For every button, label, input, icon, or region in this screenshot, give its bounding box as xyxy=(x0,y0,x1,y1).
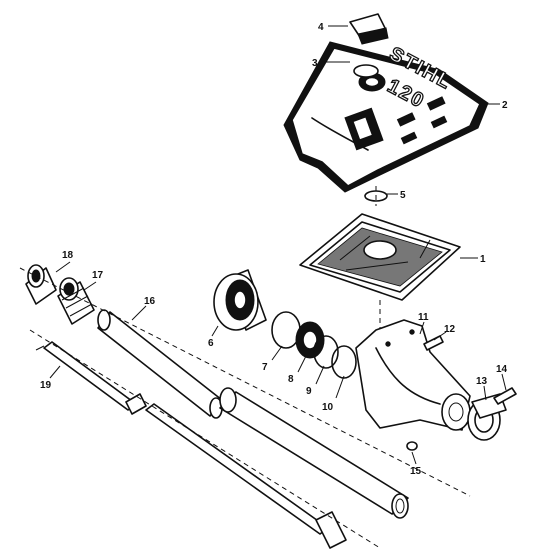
callout-9: 9 xyxy=(306,386,312,397)
nut-15 xyxy=(406,441,418,451)
leader-lines xyxy=(49,25,507,465)
callout-2: 2 xyxy=(502,100,508,111)
callout-14: 14 xyxy=(496,364,508,375)
clamp-13 xyxy=(467,393,507,441)
gear-housing-11 xyxy=(355,319,471,431)
bolt-14 xyxy=(493,387,517,405)
callout-1: 1 xyxy=(480,254,486,265)
air-filter xyxy=(299,213,461,301)
screw-12 xyxy=(423,335,444,351)
callout-17: 17 xyxy=(92,270,104,281)
engine-cover: STIHL 120 xyxy=(283,41,489,193)
callout-15: 15 xyxy=(410,466,422,477)
callout-19: 19 xyxy=(40,380,52,391)
callout-6: 6 xyxy=(208,338,214,349)
callout-10: 10 xyxy=(322,402,334,413)
drive-shaft-19 xyxy=(35,341,347,549)
callout-8: 8 xyxy=(288,374,294,385)
callout-12: 12 xyxy=(444,324,456,335)
callout-4: 4 xyxy=(318,22,324,33)
filler-cap xyxy=(349,13,389,45)
clutch-drum-6 xyxy=(213,269,267,331)
circlip-10 xyxy=(331,345,357,379)
callout-16: 16 xyxy=(144,296,156,307)
assembly-line-upper xyxy=(19,267,471,497)
drive-tube xyxy=(219,387,409,519)
circlip-9 xyxy=(313,335,339,369)
assembly-line-lower xyxy=(29,329,381,549)
callout-labels: 1 2 3 4 5 6 7 8 9 10 11 12 13 14 15 16 1… xyxy=(40,22,508,477)
bearing-8 xyxy=(295,321,325,359)
bushing-17 xyxy=(57,277,95,325)
callout-5: 5 xyxy=(400,190,406,201)
callout-13: 13 xyxy=(476,376,488,387)
assembly-line-cover xyxy=(375,186,381,340)
callout-11: 11 xyxy=(418,312,429,323)
coupling-18 xyxy=(25,264,57,305)
seal-ring xyxy=(353,64,379,78)
callout-3: 3 xyxy=(312,58,318,69)
callout-7: 7 xyxy=(262,362,268,373)
callout-18: 18 xyxy=(62,250,74,261)
